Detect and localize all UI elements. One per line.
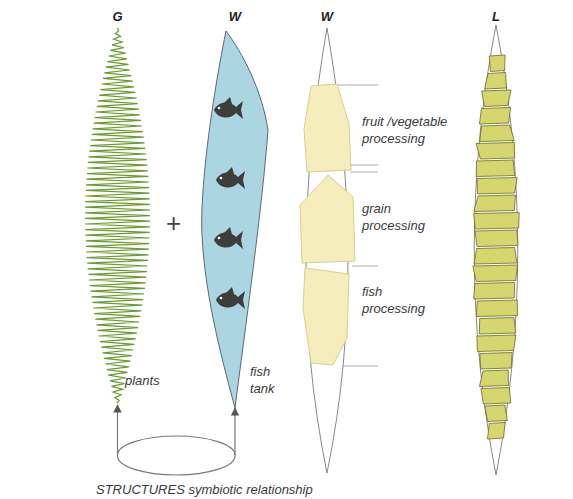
fish-eye <box>218 107 221 110</box>
storage-block <box>477 178 517 195</box>
storage-block <box>489 55 505 72</box>
storage-column: L <box>467 25 525 475</box>
plants-column: Gplants <box>85 28 150 405</box>
storage-block <box>475 230 518 247</box>
fish-symbol <box>214 97 243 119</box>
fish-tank-outline <box>200 30 270 408</box>
part-label: plants <box>125 372 185 389</box>
part-label: fish tank <box>250 363 286 397</box>
storage-block <box>476 300 517 317</box>
storage-block <box>474 195 516 212</box>
storage-block <box>476 160 514 177</box>
leader-line <box>348 165 378 166</box>
storage-block <box>480 353 512 370</box>
tank-body <box>202 31 268 408</box>
storage-block <box>479 370 508 387</box>
storage-column-outline <box>467 25 525 475</box>
fish-body <box>216 291 245 309</box>
column-letter: W <box>297 8 357 25</box>
caption: STRUCTURES symbiotic relationship <box>96 481 313 498</box>
column-letter: G <box>85 8 150 25</box>
fish-fin <box>224 227 232 234</box>
fish-symbol <box>216 287 245 309</box>
storage-block <box>479 318 515 335</box>
cycle-connector <box>118 405 236 475</box>
storage-block <box>477 335 516 352</box>
spindle-outline <box>474 25 518 475</box>
fish-body <box>214 231 243 249</box>
storage-block <box>487 423 505 440</box>
processing-cell: fruit /vegetable processing <box>303 84 351 172</box>
processing-spindle: Wfruit /vegetable processinggrain proces… <box>297 28 357 473</box>
fish-fin <box>226 287 234 294</box>
fish-symbol <box>216 167 245 189</box>
storage-block <box>473 265 518 282</box>
plants-column-outline <box>85 28 150 405</box>
processing-cell: fish processing <box>303 268 351 366</box>
fish-fin <box>224 97 232 104</box>
storage-block <box>476 143 515 160</box>
fish-body <box>214 101 243 119</box>
processing-cell: grain processing <box>300 175 355 263</box>
fish-tank: Wfish tank <box>200 30 270 408</box>
leader-line <box>335 85 378 86</box>
column-letter: L <box>467 8 525 25</box>
storage-block <box>479 108 510 125</box>
fish-eye <box>220 177 223 180</box>
processing-cell-outline <box>303 84 351 172</box>
part-label: grain processing <box>362 200 442 234</box>
cycle-arc <box>118 436 236 455</box>
storage-block <box>485 73 507 90</box>
storage-block <box>481 388 511 405</box>
part-label: fish processing <box>362 283 442 317</box>
fish-body <box>216 171 245 189</box>
leader-line <box>350 172 378 173</box>
cell-shape <box>300 175 355 263</box>
fish-symbol <box>214 227 243 249</box>
processing-cell-outline <box>300 175 355 263</box>
part-label: fruit /vegetable processing <box>362 113 472 147</box>
storage-block <box>482 90 511 107</box>
storage-block <box>480 125 514 142</box>
storage-block <box>474 248 517 265</box>
storage-block <box>485 405 508 422</box>
processing-cell-outline <box>303 268 351 366</box>
plus-sign: + <box>166 208 181 238</box>
column-letter: W <box>200 8 270 25</box>
fish-fin <box>226 167 234 174</box>
leader-line <box>352 266 378 267</box>
cell-shape <box>304 84 351 172</box>
fish-eye <box>220 297 223 300</box>
storage-block <box>474 213 519 230</box>
fish-eye <box>218 237 221 240</box>
plant-zigzag <box>85 28 150 403</box>
storage-block <box>474 283 515 300</box>
cell-shape <box>303 268 349 365</box>
